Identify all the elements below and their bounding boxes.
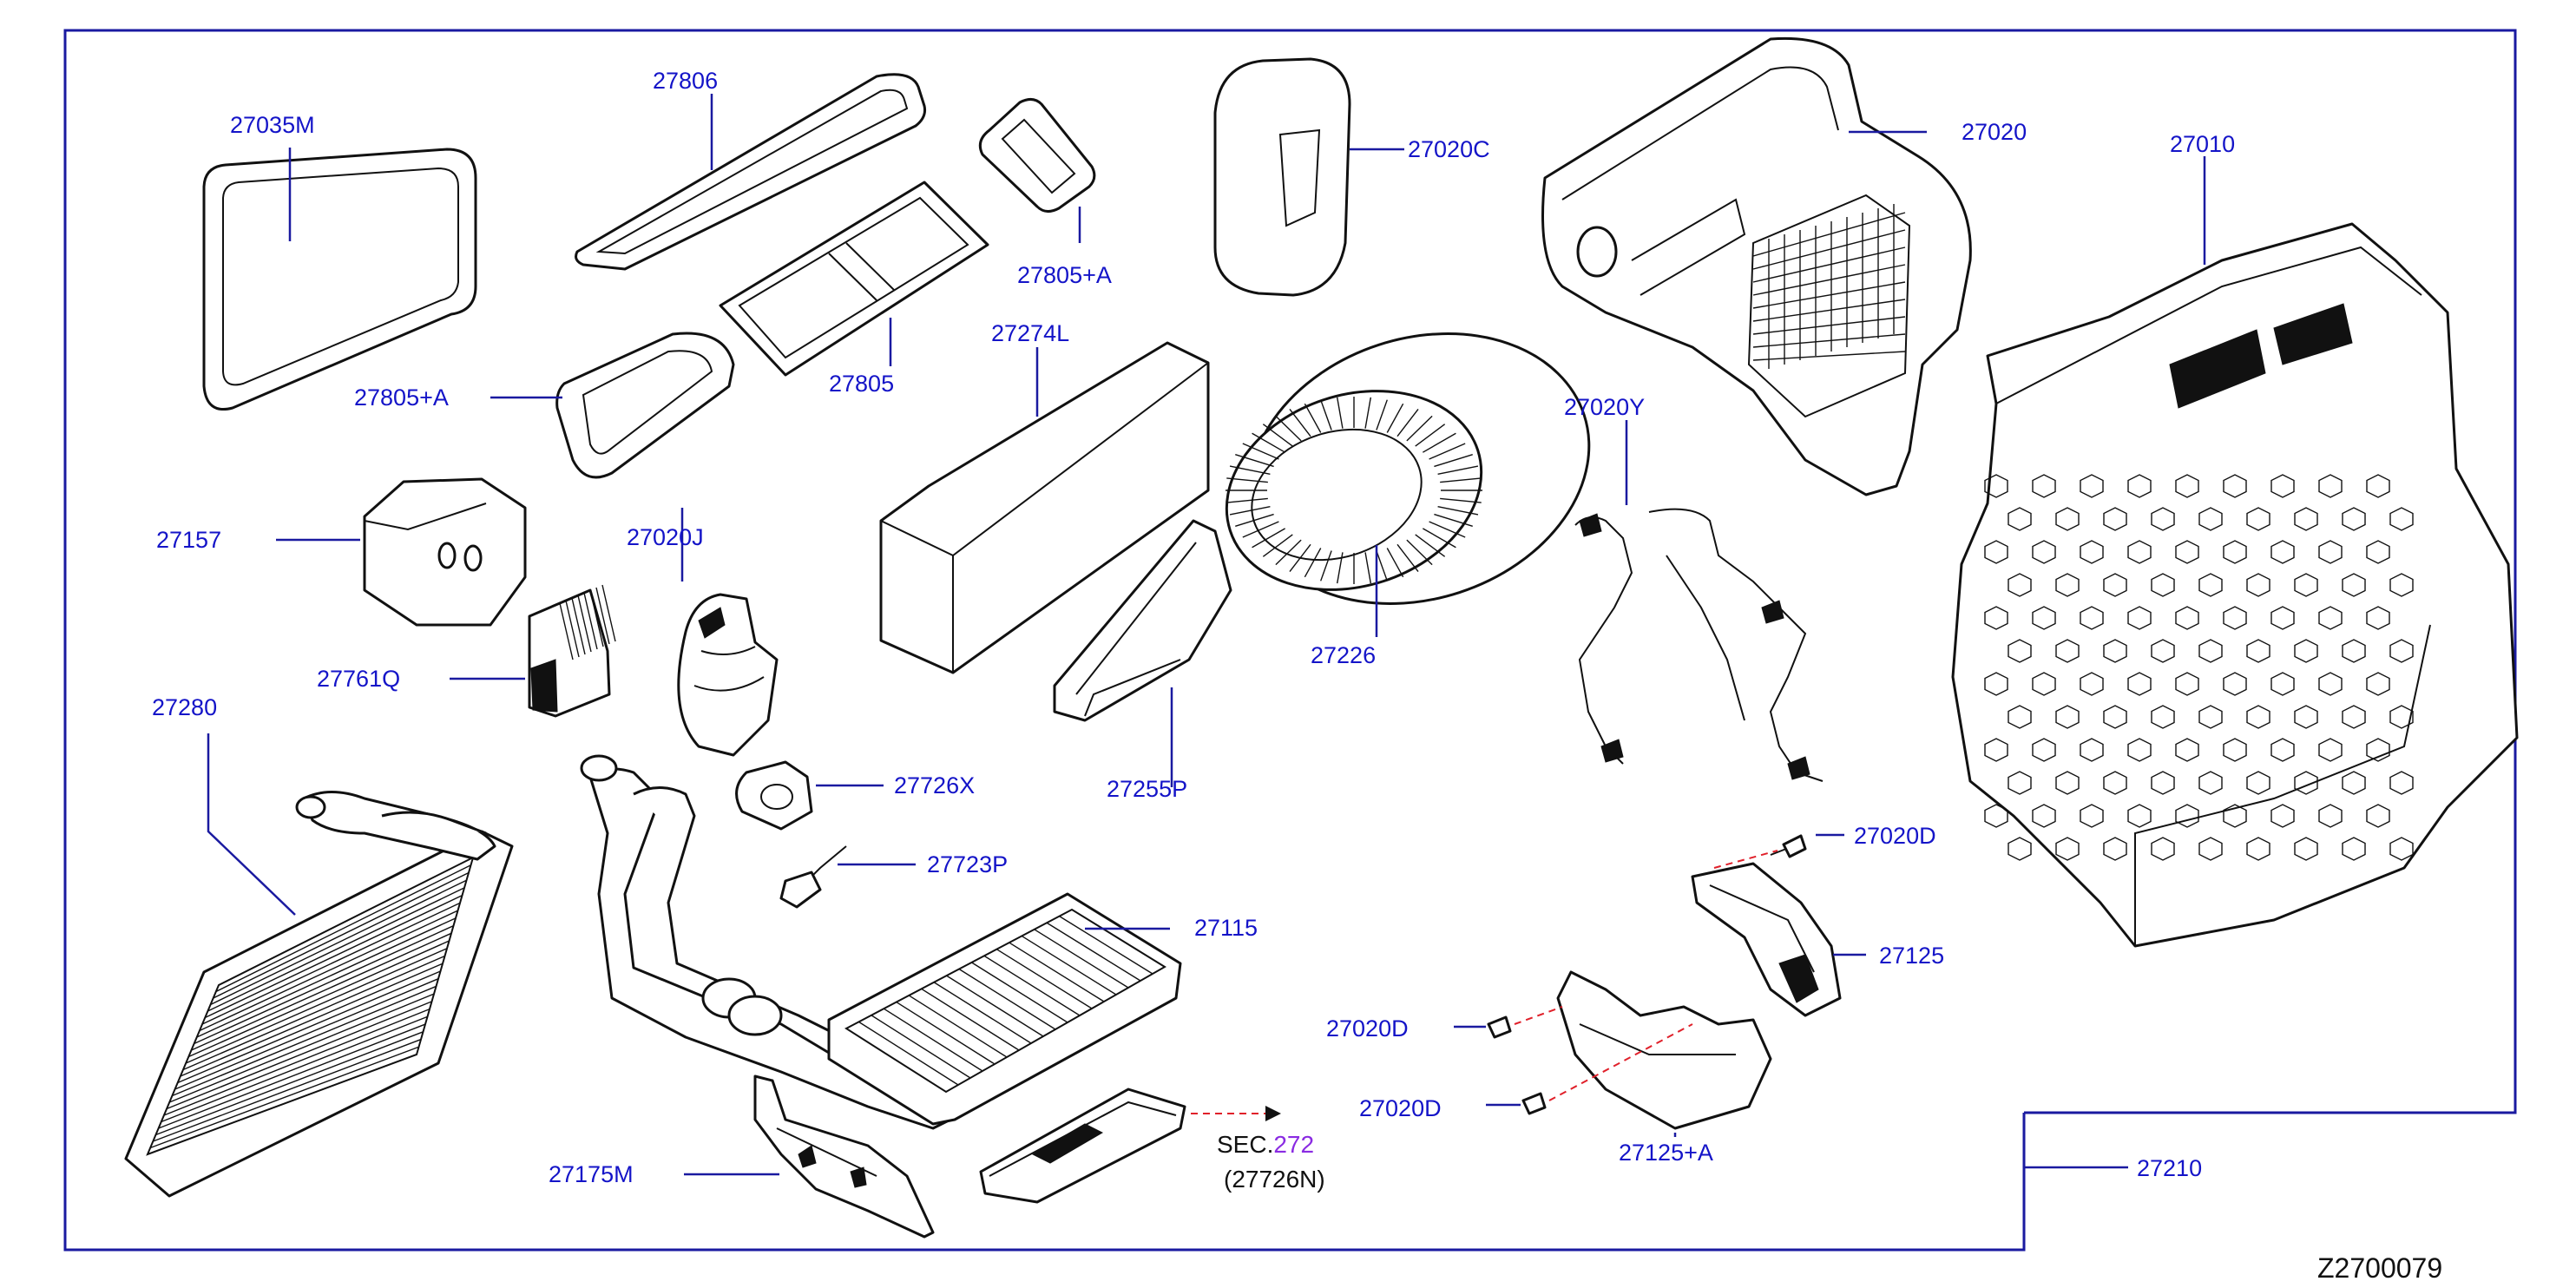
filter-frame-27806 xyxy=(575,73,926,271)
label-27805: 27805 xyxy=(829,371,894,397)
bracket-27125A xyxy=(1556,970,1772,1130)
section-part-number: (27726N) xyxy=(1224,1166,1325,1193)
label-27274L: 27274L xyxy=(991,320,1069,346)
label-27020Y: 27020Y xyxy=(1564,394,1645,420)
seal-27805A-top xyxy=(978,98,1096,213)
section-number: 272 xyxy=(1273,1131,1314,1158)
fastener-line-c xyxy=(1548,1023,1693,1101)
fastener-line-b xyxy=(1514,1006,1563,1025)
label-27020D-c: 27020D xyxy=(1359,1095,1442,1121)
label-27125: 27125 xyxy=(1879,943,1944,969)
label-27020D-b: 27020D xyxy=(1326,1015,1409,1042)
label-27175M: 27175M xyxy=(549,1161,634,1187)
cover-27157 xyxy=(363,477,527,627)
label-27020: 27020 xyxy=(1962,119,2027,145)
blower-fan-27226 xyxy=(1225,332,1591,605)
label-27761Q: 27761Q xyxy=(317,666,400,692)
leader-lines xyxy=(207,94,2206,1176)
valve-27726X xyxy=(735,760,813,831)
label-27115: 27115 xyxy=(1194,915,1258,941)
fastener-line-a xyxy=(1713,850,1778,869)
label-27020J: 27020J xyxy=(627,524,704,550)
label-27805A-left: 27805+A xyxy=(354,384,449,411)
label-27035M: 27035M xyxy=(230,112,315,138)
label-27020C: 27020C xyxy=(1408,136,1490,162)
label-27280: 27280 xyxy=(152,694,217,720)
screw-27020D-c xyxy=(1521,1092,1547,1115)
label-27255P: 27255P xyxy=(1107,776,1187,802)
label-27010: 27010 xyxy=(2170,131,2235,157)
label-27020D-a: 27020D xyxy=(1854,823,1936,849)
assembly-frame xyxy=(63,29,2517,1252)
label-27157: 27157 xyxy=(156,527,221,553)
bracket-27175M xyxy=(753,1074,935,1239)
upper-case-27020 xyxy=(1541,36,1972,496)
label-27723P: 27723P xyxy=(927,851,1008,877)
label-27210: 27210 xyxy=(2137,1155,2202,1181)
heater-core-27280 xyxy=(124,791,514,1198)
gasket-27035M xyxy=(202,148,477,411)
cabin-filter-27274L xyxy=(879,341,1210,674)
label-27726X: 27726X xyxy=(894,772,975,798)
filter-27805 xyxy=(719,181,989,377)
seal-27805A-left xyxy=(555,332,735,479)
control-unit xyxy=(979,1088,1186,1204)
sensor-27723P xyxy=(779,845,847,909)
section-prefix: SEC. xyxy=(1217,1131,1273,1158)
section-reference: SEC.272 xyxy=(1217,1131,1314,1158)
intake-duct-27020C xyxy=(1213,57,1351,297)
resistor-27761Q xyxy=(528,584,616,718)
duct-27020J xyxy=(677,593,779,757)
screw-27020D-a xyxy=(1770,834,1807,858)
screw-27020D-b xyxy=(1487,1015,1512,1039)
diagram-id: Z2700079 xyxy=(2317,1252,2442,1284)
duct-27125 xyxy=(1691,862,1842,1017)
wire-harness-27020Y xyxy=(1574,508,1824,782)
hvac-unit-27010 xyxy=(1951,222,2519,948)
label-27125A: 27125+A xyxy=(1619,1140,1713,1166)
reference-arrowhead xyxy=(1265,1106,1281,1121)
label-27805A-top: 27805+A xyxy=(1017,262,1112,288)
label-27806: 27806 xyxy=(653,68,718,94)
heater-assembly-27115 xyxy=(580,754,1182,1130)
label-27226: 27226 xyxy=(1311,642,1376,668)
motor-cover-27255P xyxy=(1053,519,1232,722)
